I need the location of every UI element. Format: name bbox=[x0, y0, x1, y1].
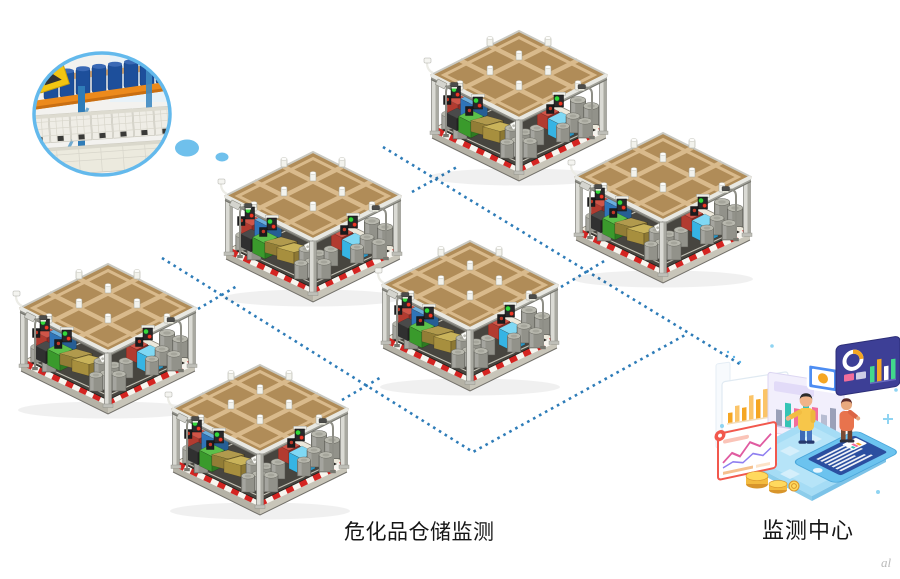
thought-bubble bbox=[32, 51, 229, 177]
network-tick bbox=[411, 165, 458, 194]
warehouse-node-2 bbox=[568, 133, 753, 288]
warehouse-node-6 bbox=[165, 365, 350, 520]
watermark: al bbox=[881, 555, 892, 570]
bubble-tail-dot-small bbox=[215, 152, 229, 162]
warehouse-node-3 bbox=[218, 152, 403, 307]
warehouse-photo bbox=[35, 54, 169, 174]
bubble-tail-dot-large bbox=[175, 139, 199, 157]
network-tick bbox=[197, 284, 238, 311]
warehouse-group-label: 危化品仓储监测 bbox=[344, 521, 495, 544]
monitoring-center-label: 监测中心 bbox=[762, 518, 855, 543]
network-line-main bbox=[382, 145, 744, 368]
network-tick bbox=[341, 374, 384, 402]
bubble-border bbox=[32, 51, 172, 177]
warehouse-node-1 bbox=[424, 31, 609, 186]
warehouse-node-4 bbox=[375, 241, 560, 396]
monitoring-center-illustration bbox=[712, 333, 900, 503]
network-lines bbox=[161, 145, 744, 454]
network-tick bbox=[560, 258, 607, 289]
